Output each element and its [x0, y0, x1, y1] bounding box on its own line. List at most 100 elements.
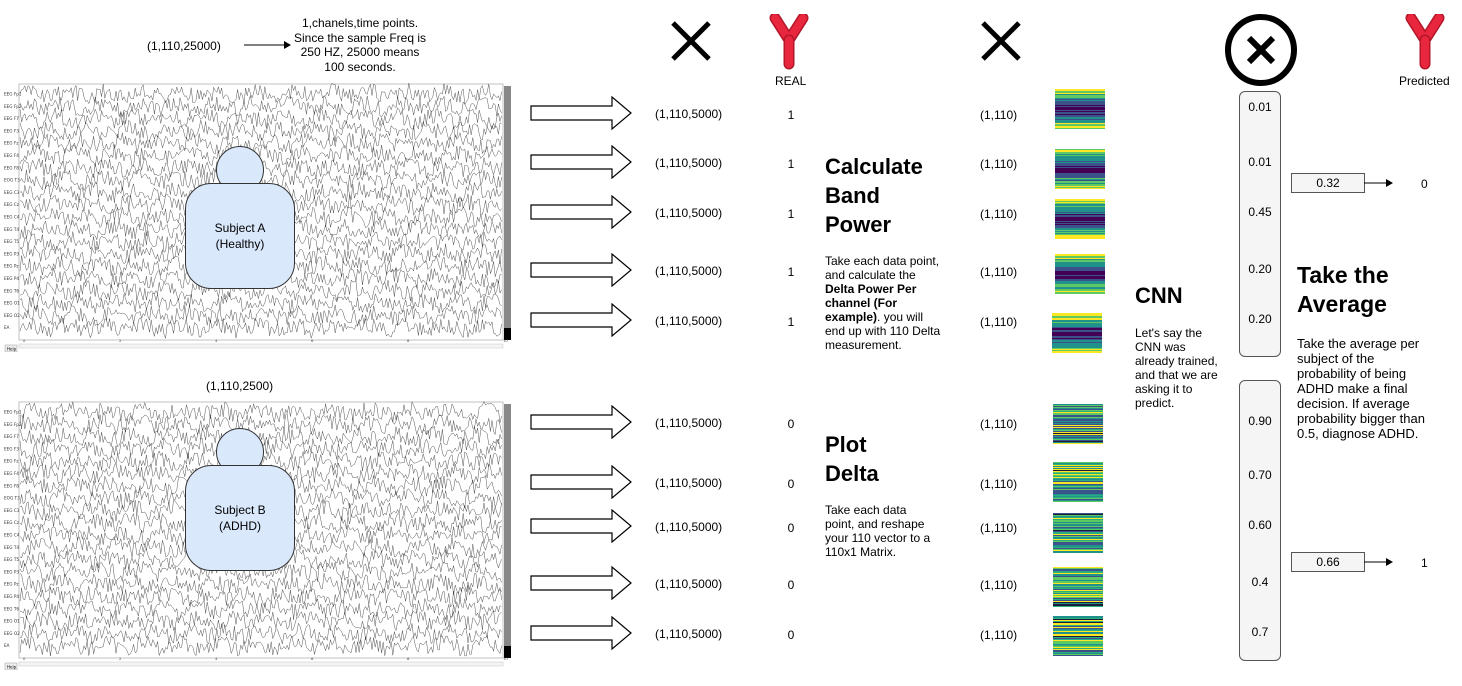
flow-arrow	[530, 616, 632, 650]
svg-text:EEG F3: EEG F3	[4, 446, 19, 451]
svg-text:EEG T4: EEG T4	[4, 545, 19, 550]
real-label-value: 0	[787, 628, 795, 642]
x-cross-icon	[981, 21, 1021, 61]
real-label-value: 1	[787, 315, 795, 329]
description-line: 100 seconds.	[324, 59, 396, 74]
svg-text:EEG P3: EEG P3	[4, 569, 19, 574]
predictions-group-b	[1239, 380, 1281, 661]
svg-text:EEG Fp2: EEG Fp2	[4, 422, 22, 427]
delta-vector-shape-label: (1,110)	[980, 108, 1018, 122]
svg-text:EEG F7: EEG F7	[4, 434, 19, 439]
delta-vector-shape-label: (1,110)	[980, 521, 1018, 535]
subject-status: (Healthy)	[215, 237, 265, 251]
real-label-value: 1	[787, 108, 795, 122]
real-label-value: 1	[787, 157, 795, 171]
segment-shape-label: (1,110,5000)	[655, 264, 723, 278]
real-label-value: 1	[787, 207, 795, 221]
real-label-value: 0	[787, 417, 795, 431]
svg-text:EEG O1: EEG O1	[4, 619, 20, 624]
average-arrow	[1364, 179, 1393, 187]
prediction-value: 0.45	[1248, 205, 1272, 219]
svg-text:EEG F7: EEG F7	[4, 116, 19, 121]
decision-a: 0	[1421, 177, 1428, 191]
svg-text:EEG Cz: EEG Cz	[4, 202, 20, 207]
x-cross-icon	[671, 21, 711, 61]
delta-vector-shape-label: (1,110)	[980, 207, 1018, 221]
cnn-description: Let's say the CNN was already trained, a…	[1135, 326, 1218, 410]
second-shape-label: (1,110,2500)	[206, 379, 274, 393]
svg-text:EEG O2: EEG O2	[4, 313, 20, 318]
svg-text:EEG P4: EEG P4	[4, 594, 19, 599]
delta-vector-shape-label: (1,110)	[980, 578, 1018, 592]
prediction-value: 0.20	[1248, 312, 1272, 326]
real-label-value: 0	[787, 521, 795, 535]
band-power-heading: Calculate Band Power	[825, 152, 923, 239]
segment-shape-label: (1,110,5000)	[655, 476, 723, 490]
predicted-column-header: Predicted	[1399, 74, 1450, 88]
delta-vector-shape-label: (1,110)	[980, 315, 1018, 329]
segment-shape-label: (1,110,5000)	[655, 627, 723, 641]
y-predicted-icon	[1405, 14, 1445, 70]
flow-arrow	[530, 253, 632, 287]
prediction-value: 0.7	[1251, 625, 1269, 639]
svg-text:EA: EA	[4, 325, 10, 330]
svg-text:EEG T6: EEG T6	[4, 606, 19, 611]
real-label-value: 0	[787, 578, 795, 592]
segment-shape-label: (1,110,5000)	[655, 156, 723, 170]
svg-text:EOG T3: EOG T3	[4, 178, 20, 183]
svg-text:8: 8	[407, 656, 410, 661]
svg-text:10: 10	[503, 656, 508, 661]
svg-text:EEG O2: EEG O2	[4, 631, 20, 636]
prediction-value: 0.70	[1248, 468, 1272, 482]
input-shape-label: (1,110,25000)	[147, 39, 221, 53]
svg-text:EEG O1: EEG O1	[4, 301, 20, 306]
heading-line: Delta	[825, 461, 879, 486]
delta-heatmap	[1053, 462, 1103, 502]
svg-text:EEG Fz: EEG Fz	[4, 141, 19, 146]
svg-text:EEG T6: EEG T6	[4, 288, 19, 293]
subject-b-card: Subject B (ADHD)	[185, 465, 295, 571]
flow-arrow	[530, 566, 632, 600]
svg-text:EEG F8: EEG F8	[4, 165, 19, 170]
svg-text:0: 0	[23, 656, 26, 661]
delta-heatmap	[1053, 404, 1103, 444]
subject-a-card: Subject A(Healthy)	[185, 183, 295, 289]
heading-line: Take the	[1297, 262, 1389, 288]
subject-name: Subject B	[214, 503, 266, 517]
svg-text:EEG Cz: EEG Cz	[4, 520, 20, 525]
svg-text:4: 4	[215, 338, 218, 343]
subject-status: (ADHD)	[219, 519, 261, 533]
prediction-value: 0.01	[1248, 155, 1272, 169]
svg-text:EA: EA	[4, 643, 10, 648]
real-label-value: 1	[787, 265, 795, 279]
svg-text:EOG T3: EOG T3	[4, 496, 20, 501]
svg-text:EEG C4: EEG C4	[4, 533, 20, 538]
decision-b: 1	[1421, 556, 1428, 570]
svg-text:EEG Fp2: EEG Fp2	[4, 104, 22, 109]
delta-heatmap	[1055, 254, 1105, 294]
flow-arrow	[530, 405, 632, 439]
band-power-bold-text: Delta Power Per channel (For example)	[825, 282, 917, 324]
prediction-value: 0.4	[1251, 575, 1269, 589]
delta-heatmap	[1052, 313, 1102, 353]
svg-text:EEG T5: EEG T5	[4, 239, 19, 244]
segment-shape-label: (1,110,5000)	[655, 107, 723, 121]
delta-vector-shape-label: (1,110)	[980, 417, 1018, 431]
heading-line: Power	[825, 212, 892, 237]
average-box-b: 0.66	[1291, 552, 1365, 572]
plot-delta-description: Take each data point, and reshape your 1…	[825, 503, 931, 559]
heading-line: Plot	[825, 432, 867, 457]
flow-arrow	[530, 509, 632, 543]
circled-x-icon	[1225, 14, 1297, 86]
flow-arrow	[530, 465, 632, 499]
real-column-header: REAL	[775, 74, 807, 88]
svg-text:EEG F4: EEG F4	[4, 153, 19, 158]
svg-text:6: 6	[311, 338, 314, 343]
svg-text:8: 8	[407, 338, 410, 343]
delta-heatmap	[1055, 149, 1105, 189]
delta-heatmap	[1053, 513, 1103, 553]
svg-text:EEG C3: EEG C3	[4, 508, 20, 513]
band-power-text: Take each data point, and calculate the	[825, 254, 940, 282]
delta-heatmap	[1053, 616, 1103, 656]
heading-line: Average	[1297, 291, 1387, 317]
